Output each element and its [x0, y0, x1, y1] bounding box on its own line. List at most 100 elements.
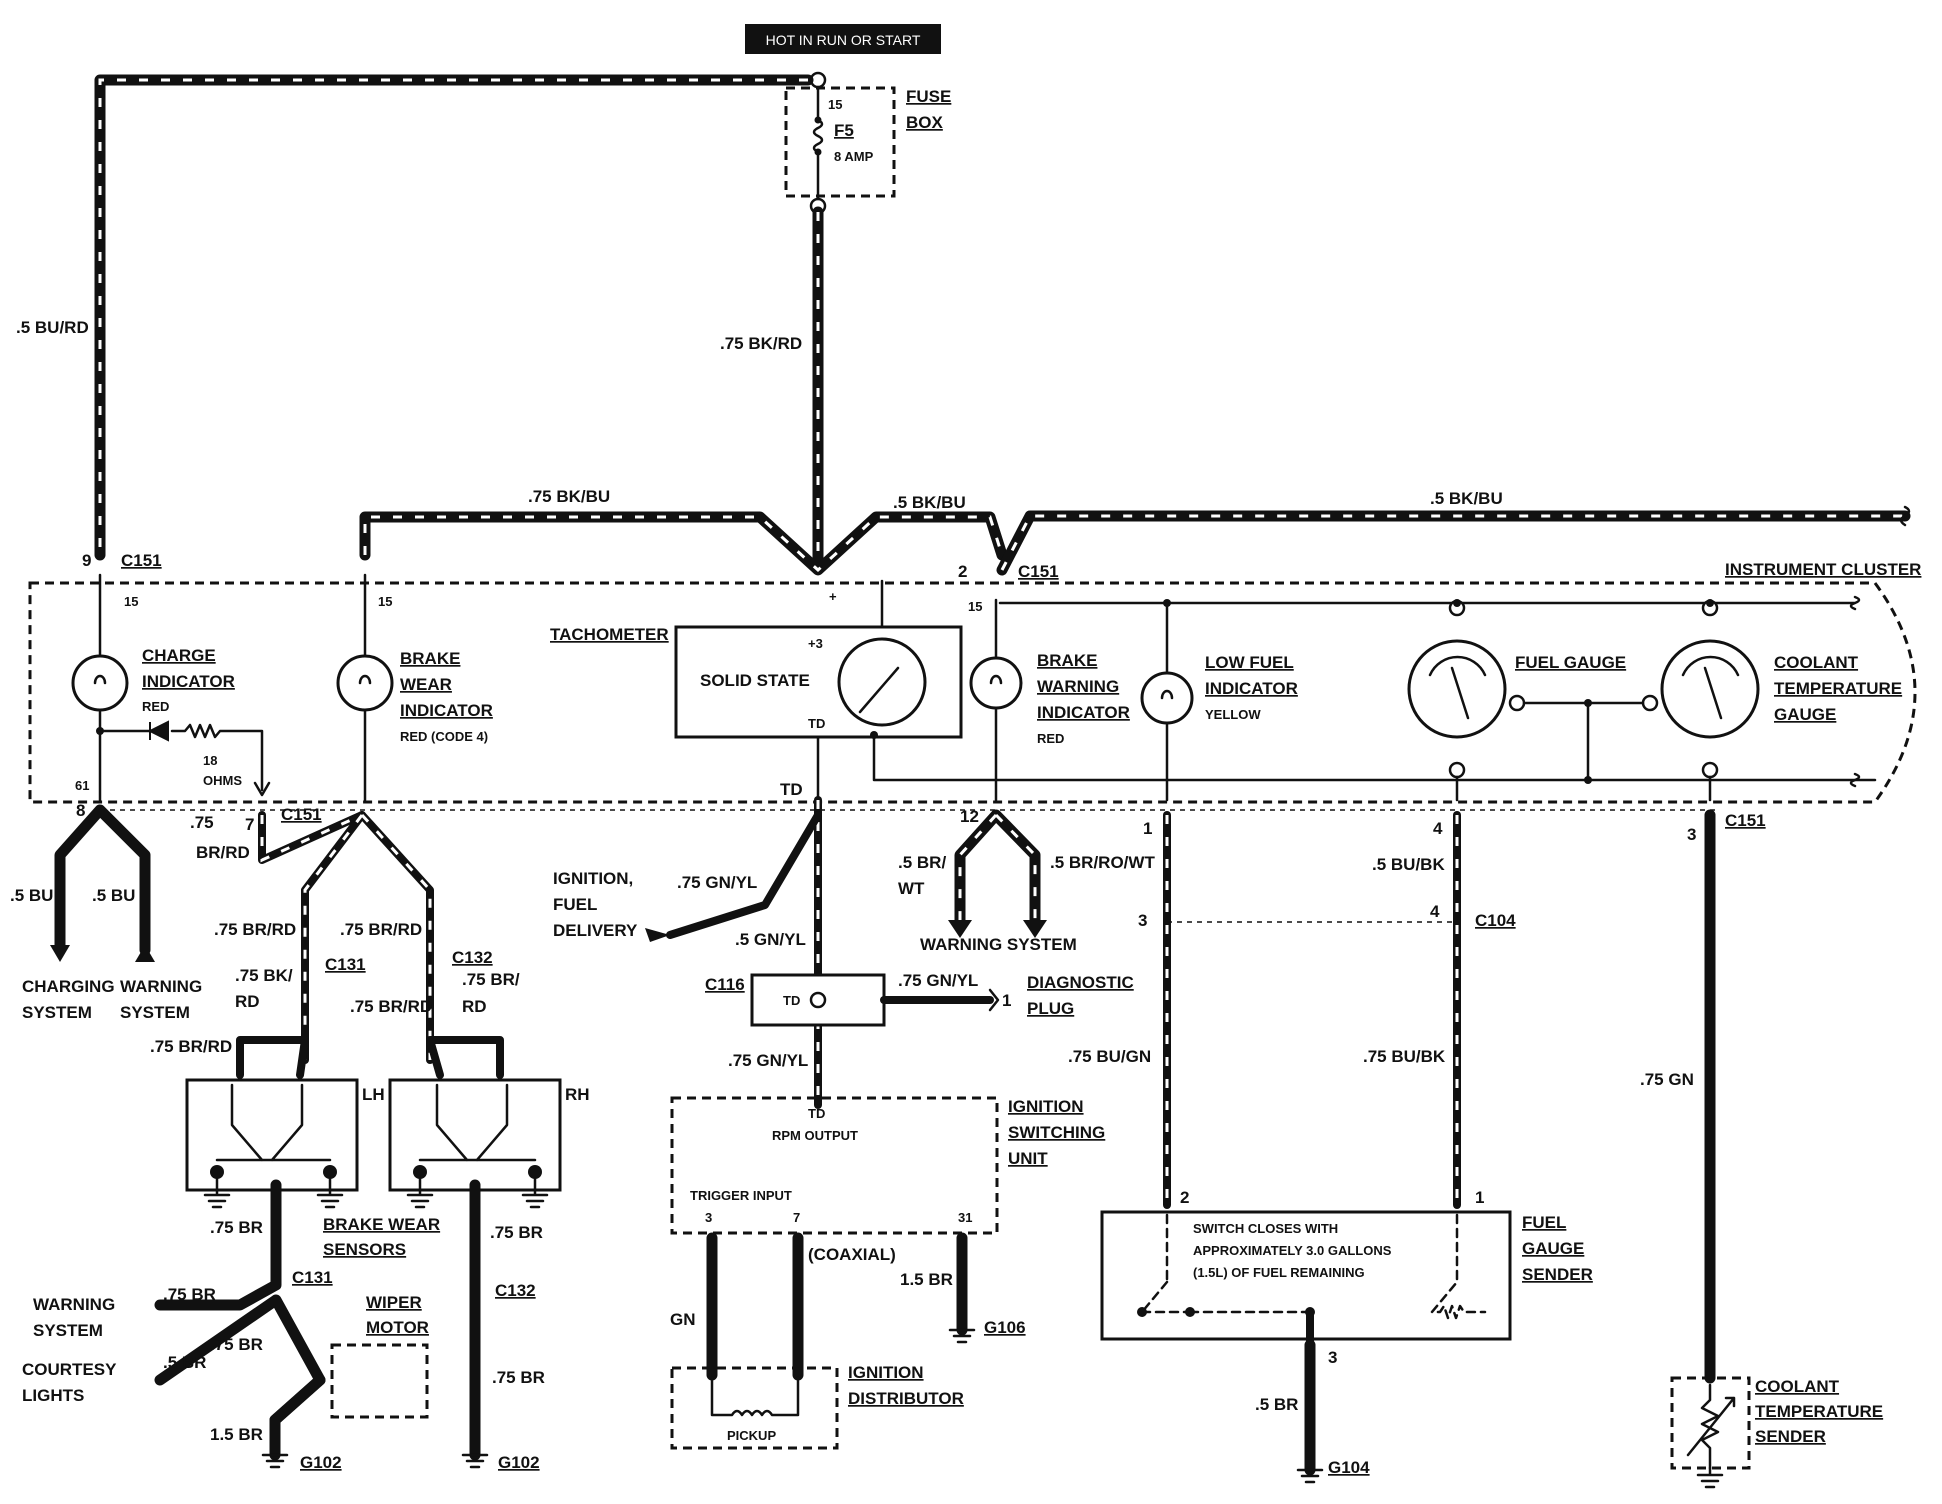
svg-text:DELIVERY: DELIVERY [553, 921, 638, 940]
svg-text:LH: LH [362, 1085, 385, 1104]
instrument-cluster: INSTRUMENT CLUSTER [28, 560, 1921, 804]
svg-text:C151: C151 [1725, 811, 1766, 830]
svg-text:.75 BK/BU: .75 BK/BU [528, 487, 610, 506]
svg-text:WT: WT [898, 879, 925, 898]
svg-text:RED (CODE 4): RED (CODE 4) [400, 729, 488, 744]
coolant-temperature-gauge: COOLANT TEMPERATURE GAUGE [1522, 599, 1902, 802]
svg-text:3: 3 [1138, 911, 1147, 930]
svg-text:7: 7 [245, 815, 254, 834]
svg-text:.75 BK/RD: .75 BK/RD [720, 334, 802, 353]
svg-text:.5 BR/RO/WT: .5 BR/RO/WT [1050, 853, 1155, 872]
svg-text:GN: GN [670, 1310, 696, 1329]
feed-wires [94, 74, 1911, 576]
svg-text:BRAKE: BRAKE [400, 649, 460, 668]
svg-text:COURTESY: COURTESY [22, 1360, 117, 1379]
svg-text:.5 BK/BU: .5 BK/BU [1430, 489, 1503, 508]
svg-text:TD: TD [780, 780, 803, 799]
svg-text:15: 15 [828, 97, 842, 112]
cluster-bus [998, 595, 1861, 611]
svg-text:INDICATOR: INDICATOR [400, 701, 493, 720]
svg-text:.75: .75 [190, 813, 214, 832]
svg-text:SWITCHING: SWITCHING [1008, 1123, 1105, 1142]
svg-text:HOT IN RUN OR START: HOT IN RUN OR START [766, 32, 921, 48]
svg-text:FUEL: FUEL [553, 895, 597, 914]
svg-text:RED: RED [142, 699, 169, 714]
svg-text:C151: C151 [1018, 562, 1059, 581]
tachometer: TACHOMETER SOLID STATE +3 TD TD [550, 579, 1877, 802]
svg-text:RED: RED [1037, 731, 1064, 746]
svg-text:8 AMP: 8 AMP [834, 149, 874, 164]
svg-text:SENDER: SENDER [1522, 1265, 1593, 1284]
svg-text:.5 GN/YL: .5 GN/YL [735, 930, 806, 949]
brake-wear-indicator-lamp: BRAKE WEAR INDICATOR RED (CODE 4) [336, 573, 493, 802]
svg-text:APPROXIMATELY 3.0 GALLONS: APPROXIMATELY 3.0 GALLONS [1193, 1243, 1392, 1258]
svg-text:+3: +3 [808, 636, 823, 651]
ignition-distributor: PICKUP IGNITION DISTRIBUTOR [670, 1363, 964, 1450]
svg-text:.75 GN/YL: .75 GN/YL [898, 971, 978, 990]
svg-text:.75 BR/: .75 BR/ [462, 970, 520, 989]
svg-text:+: + [829, 589, 837, 604]
svg-text:.75 GN/YL: .75 GN/YL [728, 1051, 808, 1070]
svg-text:FUEL GAUGE: FUEL GAUGE [1515, 653, 1626, 672]
svg-text:TRIGGER INPUT: TRIGGER INPUT [690, 1188, 792, 1203]
svg-text:TD: TD [808, 716, 825, 731]
svg-text:IGNITION,: IGNITION, [553, 869, 633, 888]
brake-wear-sensor-rh: RH [388, 1078, 590, 1209]
svg-text:(COAXIAL): (COAXIAL) [808, 1245, 896, 1264]
brake-wear-harness: .75 BR/RD .75 BR/RD .75 BK/ RD .75 BR/RD… [150, 811, 520, 1079]
fuel-gauge-sender: SWITCH CLOSES WITH APPROXIMATELY 3.0 GAL… [1100, 1210, 1593, 1349]
svg-text:BR/RD: BR/RD [196, 843, 250, 862]
svg-text:INDICATOR: INDICATOR [1037, 703, 1130, 722]
svg-text:CHARGE: CHARGE [142, 646, 216, 665]
svg-text:.75 BU/GN: .75 BU/GN [1068, 1047, 1151, 1066]
svg-text:G106: G106 [984, 1318, 1026, 1337]
svg-text:BOX: BOX [906, 113, 944, 132]
svg-text:GAUGE: GAUGE [1522, 1239, 1584, 1258]
svg-text:C132: C132 [495, 1281, 536, 1300]
fuel-gauge: FUEL GAUGE [1407, 599, 1626, 802]
svg-text:SYSTEM: SYSTEM [22, 1003, 92, 1022]
svg-text:INDICATOR: INDICATOR [1205, 679, 1298, 698]
svg-text:.75 BK/: .75 BK/ [235, 966, 293, 985]
svg-text:4: 4 [1430, 902, 1440, 921]
svg-text:2: 2 [1180, 1188, 1189, 1207]
svg-text:TACHOMETER: TACHOMETER [550, 625, 669, 644]
svg-text:RPM OUTPUT: RPM OUTPUT [772, 1128, 858, 1143]
svg-text:C151: C151 [121, 551, 162, 570]
hot-in-run-label: HOT IN RUN OR START [745, 24, 941, 54]
svg-text:LIGHTS: LIGHTS [22, 1386, 84, 1405]
svg-text:.75 BR: .75 BR [490, 1223, 543, 1242]
svg-text:G102: G102 [498, 1453, 540, 1472]
svg-text:3: 3 [1328, 1348, 1337, 1367]
resistor-18-ohms [98, 723, 264, 792]
svg-text:OHMS: OHMS [203, 773, 242, 788]
svg-text:1: 1 [1002, 991, 1011, 1010]
svg-text:.75 BR/RD: .75 BR/RD [150, 1037, 232, 1056]
fuel-sender-wires: 3 4 C104 .5 BU/BK .75 BU/GN .75 BU/BK 2 … [1068, 811, 1516, 1209]
svg-text:TD: TD [783, 993, 800, 1008]
svg-text:IGNITION: IGNITION [1008, 1097, 1084, 1116]
svg-text:BRAKE: BRAKE [1037, 651, 1097, 670]
svg-text:.5 BU/BK: .5 BU/BK [1372, 855, 1445, 874]
svg-text:CHARGING: CHARGING [22, 977, 115, 996]
svg-text:SOLID STATE: SOLID STATE [700, 671, 810, 690]
fuse-box: 15 F5 8 AMP FUSE BOX [784, 71, 951, 215]
svg-text:PICKUP: PICKUP [727, 1428, 776, 1443]
svg-text:9: 9 [82, 551, 91, 570]
tach-dial [837, 637, 927, 727]
svg-text:15: 15 [968, 599, 982, 614]
svg-text:WARNING SYSTEM: WARNING SYSTEM [920, 935, 1077, 954]
svg-text:WARNING: WARNING [120, 977, 202, 996]
svg-text:WARNING: WARNING [33, 1295, 115, 1314]
c116-connector-block [750, 973, 886, 1027]
svg-text:C132: C132 [452, 948, 493, 967]
svg-text:3: 3 [1687, 825, 1696, 844]
svg-text:DIAGNOSTIC: DIAGNOSTIC [1027, 973, 1134, 992]
svg-text:1.5 BR: 1.5 BR [210, 1425, 263, 1444]
svg-text:2: 2 [958, 562, 967, 581]
svg-text:(1.5L) OF FUEL REMAINING: (1.5L) OF FUEL REMAINING [1193, 1265, 1365, 1280]
svg-text:LOW FUEL: LOW FUEL [1205, 653, 1294, 672]
wiper-motor: WIPER MOTOR [330, 1293, 429, 1419]
coolant-temperature-sender: .75 GN COOLANT TEMPERATURE SENDER [1640, 809, 1883, 1489]
